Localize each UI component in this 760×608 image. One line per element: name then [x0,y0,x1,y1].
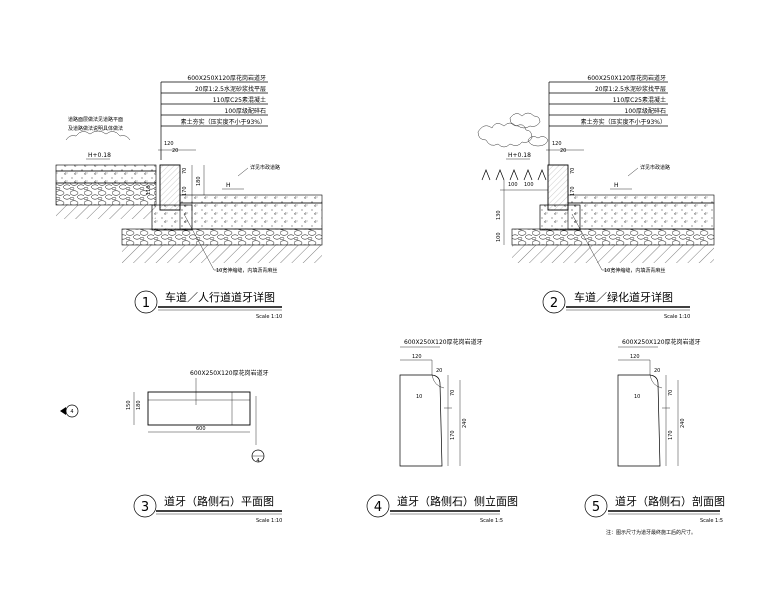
d2-dim-70: 70 [570,168,576,174]
d1-dim-110: 110 [146,185,152,195]
d5-note: 注：图示尺寸为道牙最终施工后的尺寸。 [606,529,696,536]
d5-dim-70: 70 [668,390,674,396]
d1-gravel-layer [121,228,323,246]
d2-number-circle [542,290,566,314]
d1-level-right: H [226,182,231,189]
d4-number-circle [366,494,390,518]
d1-number-circle [134,290,158,314]
d2-layer-1: 600X250X120厚花岗岩道牙 [587,74,666,82]
d5-dim-240: 240 [680,418,686,428]
d2-road-surface [567,194,715,204]
d5-radius: 10 [634,394,640,400]
d2-dim-20: 20 [560,148,566,154]
d3-dim-180: 180 [136,400,142,410]
d2-layer-3: 110厚C25素混凝土 [613,96,666,104]
d5-number-circle [584,494,608,518]
d3-dim-600: 600 [196,426,206,432]
d2-joint-note: 10宽伸缩缝，内填沥青麻丝 [604,267,665,274]
detail-2: 600X250X120厚花岗岩道牙 20厚1:2.5水泥砂浆找平层 110厚C2… [477,74,715,320]
d2-dim-100c: 100 [496,232,502,242]
d1-dim-180: 180 [196,176,202,186]
d4-curb-elevation [399,374,443,467]
d2-layer-leaders: 600X250X120厚花岗岩道牙 20厚1:2.5水泥砂浆找平层 110厚C2… [548,74,668,165]
d2-road-note: 详见市政道路 [640,164,670,171]
d3-number: 3 [141,500,149,515]
d5-title: 道牙（路侧石）剖面图 [615,494,725,508]
d1-layer-3: 110厚C25素混凝土 [213,96,266,104]
d5-curb-section [617,374,661,467]
d4-number: 4 [374,500,382,515]
d5-number: 5 [592,500,600,515]
d4-dim-20: 20 [436,368,442,374]
d2-dim-170: 170 [570,186,576,196]
d3-number-circle [133,494,157,518]
d4-radius: 10 [416,394,422,400]
d5-dim-170: 170 [668,430,674,440]
d3-section-mark-left-label: 4 [70,409,73,415]
d1-left-note-1: 道路面层做法见道路平面 [68,116,123,123]
d4-dim-170: 170 [450,430,456,440]
detail-4: 600X250X120厚花岗岩道牙 120 20 10 70 170 240 4… [366,338,518,524]
d4-label: 600X250X120厚花岗岩道牙 [404,338,483,346]
d2-gravel-layer [511,228,715,246]
d2-layer-5: 素土夯实（压实度不小于93%） [581,118,666,126]
d1-dim-70: 70 [182,168,188,174]
d2-title: 车道／绿化道牙详图 [574,290,673,304]
d4-dim-70: 70 [450,390,456,396]
d4-scale: Scale 1:5 [480,518,503,524]
d3-label: 600X250X120厚花岗岩道牙 [190,369,269,377]
d4-title: 道牙（路侧石）侧立面图 [397,494,518,508]
d1-layer-1: 600X250X120厚花岗岩道牙 [187,74,266,82]
d5-dim-20: 20 [654,368,660,374]
d2-dim-120: 120 [552,141,562,147]
detail-1: 600X250X120厚花岗岩道牙 20厚1:2.5水泥砂浆找平层 110厚C2… [55,74,323,320]
d3-scale: Scale 1:10 [256,518,282,524]
d2-dim-130: 130 [496,210,502,220]
d4-dim-240: 240 [462,418,468,428]
d1-title: 车道／人行道道牙详图 [165,290,275,304]
d5-dim-120: 120 [630,354,640,360]
d1-cloud [65,130,131,141]
d1-layer-4: 100厚级配碎石 [225,107,266,115]
d2-dim-100b: 100 [524,182,534,188]
d1-layer-leaders: 600X250X120厚花岗岩道牙 20厚1:2.5水泥砂浆找平层 110厚C2… [160,74,268,160]
d1-road-note: 详见市政道路 [250,164,280,171]
d1-joint-note: 10宽伸缩缝，内填沥青麻丝 [216,267,277,274]
d5-label: 600X250X120厚花岗岩道牙 [622,338,701,346]
d1-left-paving [55,164,157,172]
d1-road-surface [179,194,323,204]
d1-scale: Scale 1:10 [256,314,282,320]
d1-dim-120: 120 [164,141,174,147]
d1-dim-20: 20 [172,148,178,154]
d3-curb-plan [147,391,251,426]
d1-layer-2: 20厚1:2.5水泥砂浆找平层 [195,85,266,93]
d2-level-left: H+0.18 [508,152,531,159]
d1-level-left: H+0.18 [88,152,111,159]
d2-layer-2: 20厚1:2.5水泥砂浆找平层 [595,85,666,93]
d2-number: 2 [550,296,558,311]
d1-left-note-2: 及道路做法说明具体做法 [68,125,123,132]
detail-3: 4 600X250X120厚花岗岩道牙 600 150 180 4 3 道牙（路… [60,369,282,524]
d2-scale: Scale 1:10 [664,314,690,320]
d2-dim-100a: 100 [508,182,518,188]
d2-planting [477,112,549,181]
d1-number: 1 [142,296,150,311]
detail-5: 600X250X120厚花岗岩道牙 120 20 10 70 170 240 5… [584,338,725,536]
d1-layer-5: 素土夯实（压实度不小于93%） [181,118,266,126]
d4-dim-120: 120 [412,354,422,360]
d1-dim-170: 170 [182,186,188,196]
d5-scale: Scale 1:5 [700,518,723,524]
d3-title: 道牙（路侧石）平面图 [164,494,274,508]
d3-section-mark-right-label: 4 [256,458,259,464]
d2-layer-4: 100厚级配碎石 [625,107,666,115]
d2-level-right: H [614,182,619,189]
d3-dim-150: 150 [126,400,132,410]
